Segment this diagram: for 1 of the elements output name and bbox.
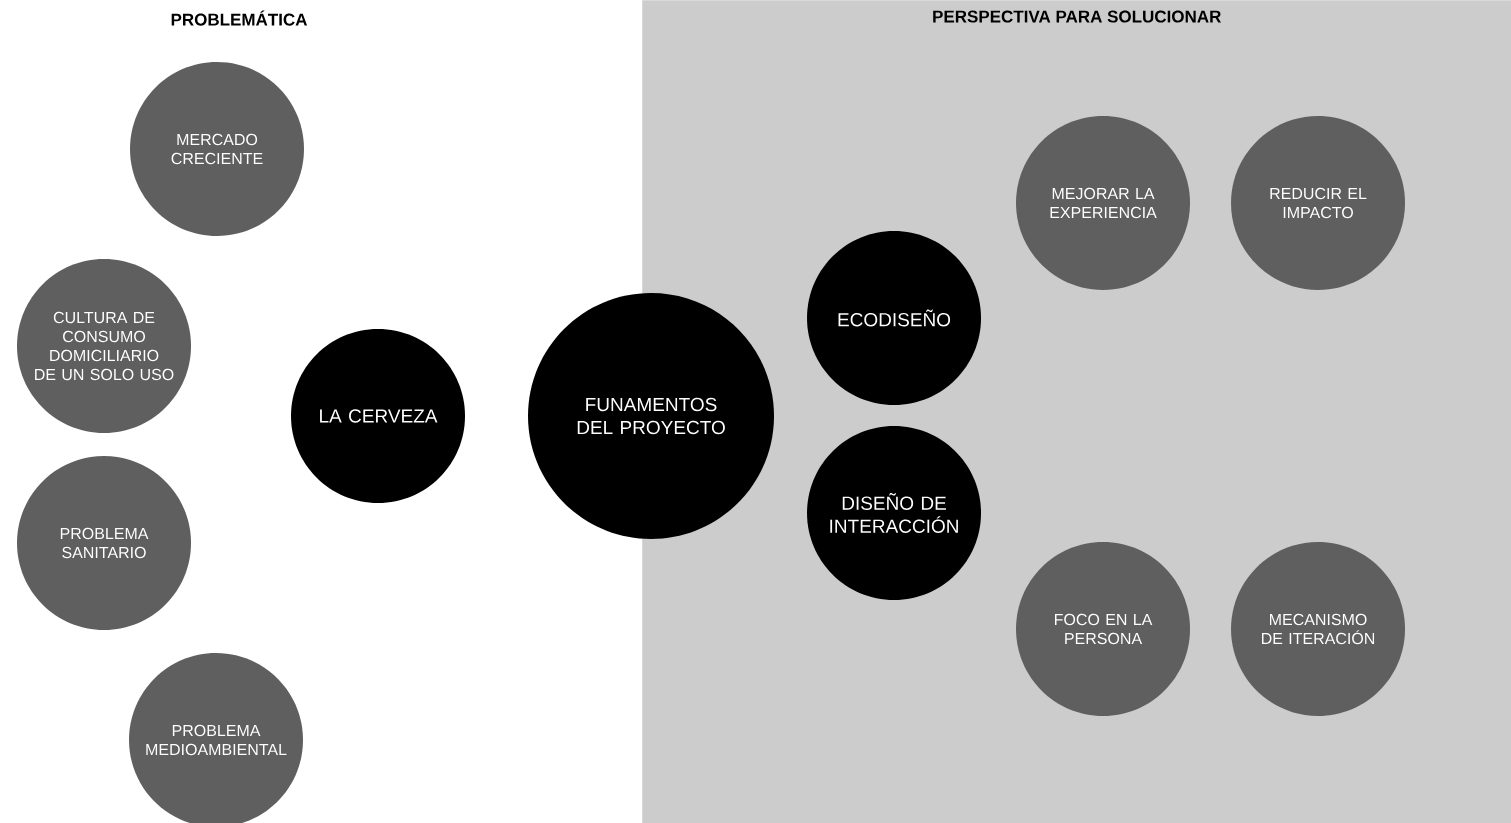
heading: PROBLEMÁTICA	[171, 10, 307, 26]
